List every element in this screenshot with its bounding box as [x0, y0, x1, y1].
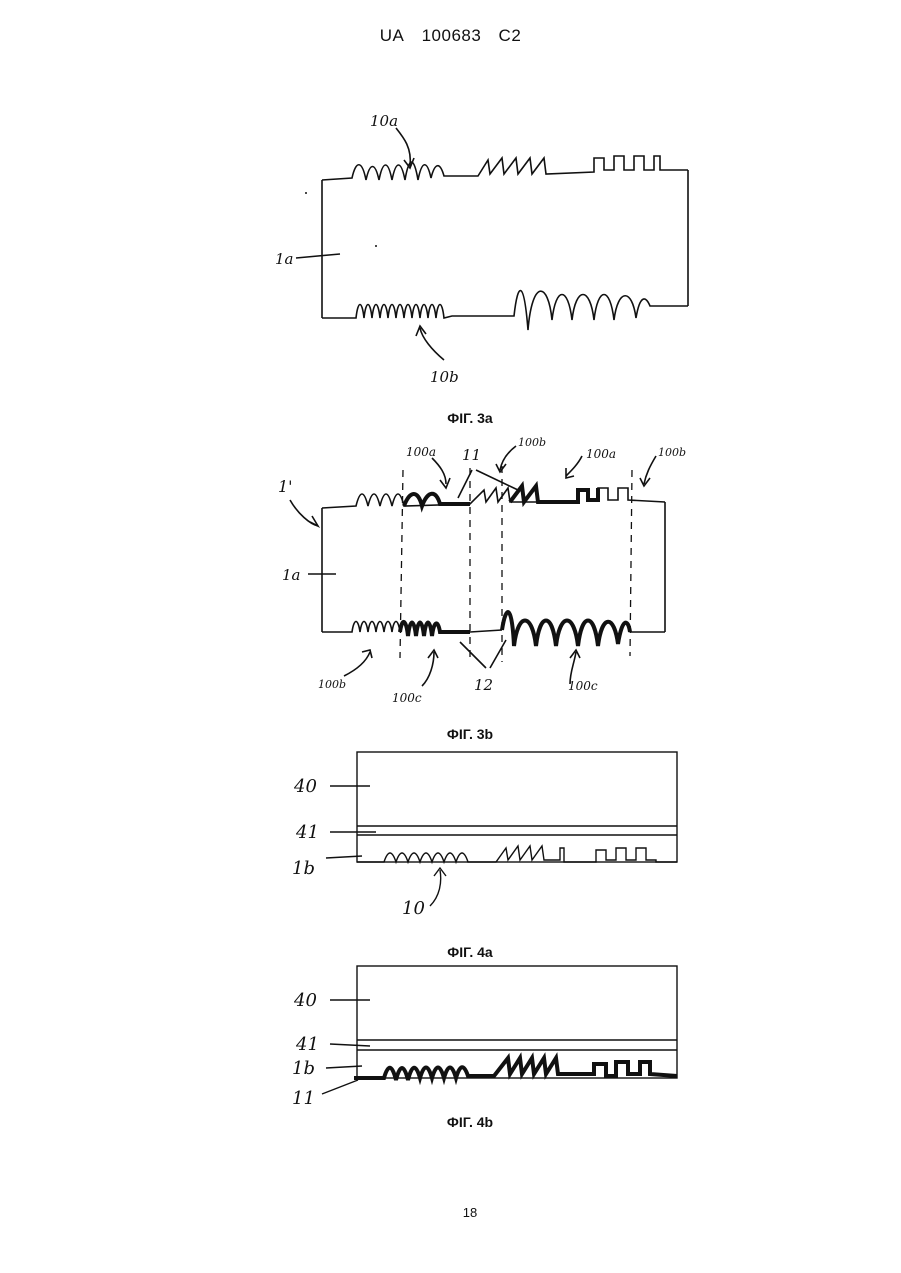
fig4a-profile-10 — [357, 846, 677, 862]
fig4a-label-1b: 1b — [292, 858, 315, 879]
fig4a-layer-stack — [357, 752, 677, 862]
fig3b-leader-12 — [460, 640, 506, 668]
figure-3b — [290, 446, 665, 686]
fig3b-label-100b-bottom: 100b — [318, 678, 346, 691]
caption-fig-4b: ФІГ. 4b — [0, 1114, 901, 1130]
fig3b-bottom-connector — [470, 630, 502, 632]
fig4b-label-41: 41 — [295, 1034, 319, 1055]
fig3b-top-profile — [322, 488, 665, 508]
fig4a-label-40: 40 — [293, 776, 317, 797]
fig3b-leader-1prime — [290, 500, 318, 526]
fig3a-top-profile — [322, 156, 688, 180]
fig3b-label-100b: 100b — [518, 436, 546, 449]
fig3b-label-1a: 1a — [282, 566, 301, 584]
fig4b-label-40: 40 — [293, 990, 317, 1011]
caption-fig-3a: ФІГ. 3a — [0, 410, 901, 426]
fig3b-label-11: 11 — [462, 446, 481, 464]
fig3b-label-100a: 100a — [406, 445, 436, 459]
fig3b-label-100c-2: 100c — [568, 679, 598, 693]
fig3b-leader-100a-2 — [566, 456, 582, 476]
fig3b-leader-100b-2 — [644, 456, 656, 484]
fig3a-label-1a: 1a — [275, 250, 294, 268]
fig4a-leader-10 — [430, 870, 441, 906]
caption-fig-4a: ФІГ. 4a — [0, 944, 901, 960]
fig4b-thick-profile-11 — [354, 1058, 677, 1080]
fig3a-leader-1a — [296, 254, 340, 258]
fig4b-leader-41 — [330, 1044, 370, 1046]
fig3b-label-100c: 100c — [392, 691, 422, 705]
fig3a-label-10b: 10b — [430, 368, 459, 386]
fig3b-bottom-thick-100c-2 — [502, 612, 630, 646]
fig3a-label-10a: 10a — [370, 112, 398, 130]
figure-3a — [296, 128, 688, 360]
fig3a-leader-10a-arrow — [404, 158, 414, 168]
fig3a-leader-10b — [420, 328, 444, 360]
fig3a-outline — [322, 170, 688, 318]
fig3b-bottom-thick-100c — [400, 622, 470, 636]
fig3b-label-100a-2: 100a — [586, 447, 616, 461]
fig4a-label-41: 41 — [295, 822, 319, 843]
fig3b-leader-100a — [432, 458, 446, 484]
fig3b-top-thick-100b — [510, 486, 598, 502]
fig3a-leader-10a — [396, 128, 410, 166]
fig3a-bottom-profile — [322, 291, 688, 330]
fig4b-label-11: 11 — [292, 1088, 315, 1109]
fig3b-bottom-profile — [322, 622, 400, 633]
fig3b-label-1prime: 1' — [278, 477, 293, 496]
page-number: 18 — [0, 1205, 901, 1220]
fig4a-label-10: 10 — [402, 898, 425, 919]
caption-fig-3b: ФІГ. 3b — [0, 726, 901, 742]
fig3b-leader-100b-bottom — [344, 652, 370, 676]
fig4b-leader-11 — [322, 1080, 358, 1094]
figure-4b — [322, 966, 677, 1094]
fig3b-outline — [322, 502, 665, 632]
fig3b-label-100b-2: 100b — [658, 446, 686, 459]
figure-4a — [326, 752, 677, 906]
fig3b-label-12: 12 — [474, 676, 493, 694]
fig4b-label-1b: 1b — [292, 1058, 315, 1079]
